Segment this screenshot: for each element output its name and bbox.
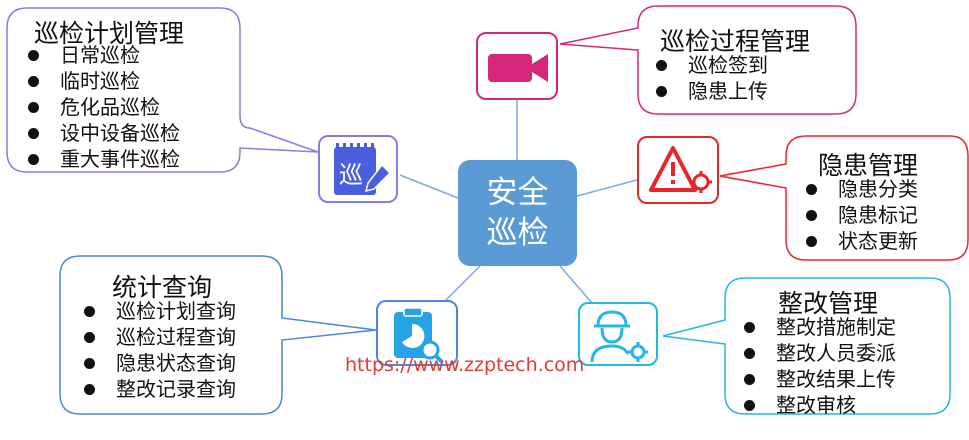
- callout-stats: [59, 255, 377, 415]
- hazard-list: 隐患分类 隐患标记 状态更新: [802, 176, 918, 254]
- list-item: 临时巡检: [24, 68, 180, 94]
- callout-process: [559, 5, 857, 115]
- connector-stats: [442, 265, 481, 304]
- connector-plan: [399, 174, 459, 199]
- worker-gear-icon: [590, 310, 648, 363]
- list-item: 整改记录查询: [80, 376, 236, 402]
- process-list: 巡检签到 隐患上传: [652, 52, 768, 104]
- list-item: 设中设备巡检: [24, 120, 180, 146]
- plan-list: 日常巡检 临时巡检 危化品巡检 设中设备巡检 重大事件巡检: [24, 42, 180, 172]
- stats-icon-box: [376, 300, 458, 366]
- watermark-url: https://www.zzptech.com: [345, 354, 585, 376]
- plan-icon-box: 巡: [318, 135, 398, 203]
- report-search-icon: [394, 307, 444, 364]
- callout-rectify: [662, 277, 951, 415]
- list-item: 隐患状态查询: [80, 350, 236, 376]
- video-camera-icon: [488, 54, 548, 82]
- list-item: 状态更新: [802, 228, 918, 254]
- list-item: 危化品巡检: [24, 94, 180, 120]
- center-label-line1: 安全: [486, 175, 549, 211]
- plan-title: 巡检计划管理: [34, 19, 185, 48]
- warning-gear-icon: [649, 146, 712, 193]
- stats-title: 统计查询: [112, 273, 213, 302]
- stats-list: 巡检计划查询 巡检过程查询 隐患状态查询 整改记录查询: [80, 298, 236, 402]
- pen-note-icon: 巡: [334, 143, 392, 195]
- list-item: 巡检计划查询: [80, 298, 236, 324]
- rectify-list: 整改措施制定 整改人员委派 整改结果上传 整改审核: [740, 314, 896, 418]
- list-item: 日常巡检: [24, 42, 180, 68]
- center-node: 安全 巡检: [458, 160, 577, 266]
- rectify-title: 整改管理: [778, 289, 879, 318]
- list-item: 整改措施制定: [740, 314, 896, 340]
- hazard-icon-box: [637, 136, 719, 204]
- list-item: 整改结果上传: [740, 366, 896, 392]
- list-item: 隐患标记: [802, 202, 918, 228]
- hazard-title: 隐患管理: [818, 151, 919, 180]
- process-title: 巡检过程管理: [660, 27, 811, 56]
- list-item: 整改人员委派: [740, 340, 896, 366]
- list-item: 巡检过程查询: [80, 324, 236, 350]
- list-item: 隐患上传: [652, 78, 768, 104]
- process-icon-box: [476, 32, 558, 100]
- rectify-icon-box: [578, 302, 658, 366]
- svg-text:巡: 巡: [339, 161, 363, 189]
- callout-plan: [6, 7, 319, 173]
- connector-hazard: [576, 179, 638, 197]
- callout-hazard: [719, 135, 969, 261]
- list-item: 隐患分类: [802, 176, 918, 202]
- center-label-line2: 巡检: [486, 215, 549, 251]
- connector-rectify: [559, 265, 593, 304]
- list-item: 巡检签到: [652, 52, 768, 78]
- list-item: 重大事件巡检: [24, 146, 180, 172]
- list-item: 整改审核: [740, 392, 896, 418]
